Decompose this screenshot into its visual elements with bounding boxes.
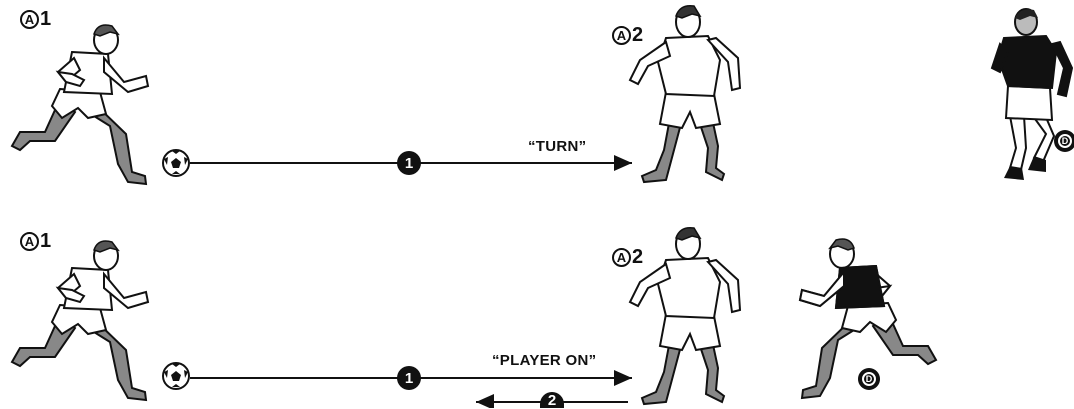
attacker-a2-figure (629, 226, 741, 405)
step-marker: 1 (397, 151, 421, 175)
attacker-a1-figure (11, 24, 149, 185)
player-marker-icon: A (20, 232, 39, 251)
callout-text: “PLAYER ON” (492, 352, 597, 369)
player-marker-icon: A (612, 26, 631, 45)
defender-figure (991, 8, 1073, 181)
defender-marker-icon: D (1054, 130, 1074, 152)
step-marker: 1 (397, 366, 421, 390)
attacker-a2-figure (629, 4, 741, 184)
defender-marker-icon: D (858, 368, 880, 390)
step-marker: 2 (540, 392, 564, 409)
ball-icon (162, 362, 190, 390)
player-marker-icon: A (20, 10, 39, 29)
defender-figure (798, 238, 937, 399)
attacker-a1-figure (11, 240, 149, 401)
ball-icon (162, 149, 190, 177)
player-marker-icon: A (612, 248, 631, 267)
callout-text: “TURN” (528, 138, 587, 155)
